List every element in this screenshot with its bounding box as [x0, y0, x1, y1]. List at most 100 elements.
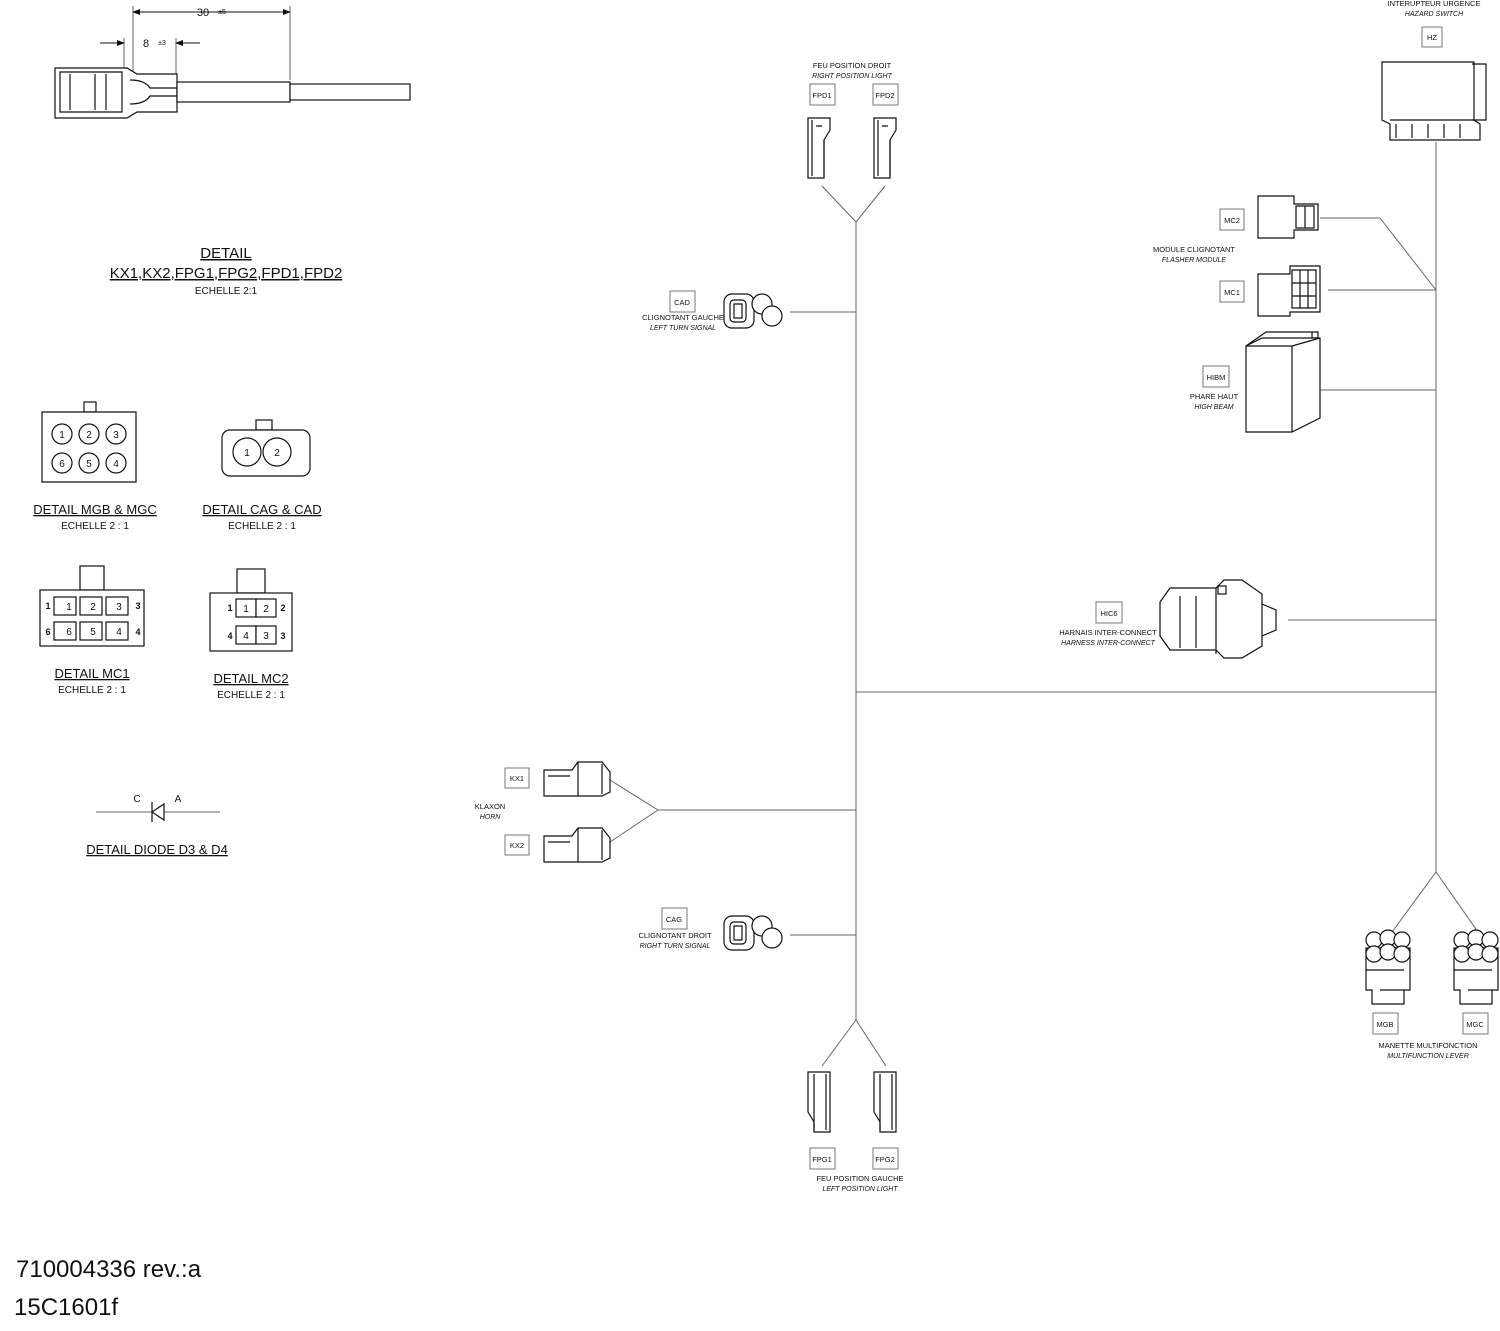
- fpd2-terminal: [873, 117, 897, 179]
- detail-mc2-scale: ECHELLE 2 : 1: [217, 690, 285, 701]
- kx2-terminal: [543, 827, 611, 863]
- cag-tag: CAG: [661, 907, 688, 930]
- fpg2-label: FPG2: [875, 1155, 895, 1164]
- mc1-pin: 5: [90, 627, 96, 638]
- hz-label-en: HAZARD SWITCH: [1405, 11, 1464, 18]
- connector-fpd[interactable]: FPD1 FPD2 FEU POSITION DROIT RIGHT POSIT…: [807, 61, 899, 179]
- fpd-label-en: RIGHT POSITION LIGHT: [812, 73, 892, 80]
- mgb-pin: 2: [86, 430, 92, 441]
- hz-label-fr: INTERUPTEUR URGENCE: [1388, 0, 1481, 8]
- fpg2-terminal: [873, 1071, 897, 1133]
- mc2-side-pin: 4: [227, 631, 232, 641]
- terminal-detail: 30 ±5 8 ±3: [54, 6, 411, 119]
- drawing-code: 15C1601f: [14, 1294, 119, 1321]
- cag-connector-body: [723, 915, 783, 951]
- hic6-label-en: HARNESS INTER-CONNECT: [1061, 640, 1155, 647]
- mgc-tag: MGC: [1462, 1012, 1489, 1035]
- mc2-pin: 3: [263, 631, 269, 642]
- mc2-side-pin: 1: [227, 603, 232, 613]
- mc1-tag: MC1: [1219, 280, 1245, 303]
- mc1-pin: 3: [116, 602, 122, 613]
- connector-hz[interactable]: INTERUPTEUR URGENCE HAZARD SWITCH HZ: [1381, 0, 1487, 141]
- detail-cag-scale: ECHELLE 2 : 1: [228, 521, 296, 532]
- cag-label: CAG: [666, 915, 682, 924]
- mc1-side-pin: 6: [45, 627, 50, 637]
- harness-wires: [609, 142, 1479, 1067]
- mc-label-fr: MODULE CLIGNOTANT: [1153, 245, 1235, 254]
- detail-terminal-scale: ECHELLE 2:1: [195, 286, 258, 297]
- mgb-connector-body: [1365, 929, 1411, 1005]
- fpg1-tag: FPG1: [809, 1147, 836, 1170]
- connector-hic6[interactable]: HIC6 HARNAIS INTER-CONNECT HARNESS INTER…: [1059, 579, 1277, 659]
- fpg-label-fr: FEU POSITION GAUCHE: [816, 1174, 903, 1183]
- mgb-label: MGB: [1376, 1020, 1393, 1029]
- mc2-label: MC2: [1224, 216, 1240, 225]
- mgb-pin: 6: [59, 459, 65, 470]
- mgc-connector-body: [1453, 929, 1499, 1005]
- dim-overall: 30: [197, 7, 209, 19]
- mc1-label: MC1: [1224, 288, 1240, 297]
- mg-label-fr: MANETTE MULTIFONCTION: [1378, 1041, 1477, 1050]
- fpg-label-en: LEFT POSITION LIGHT: [822, 1186, 898, 1193]
- mc1-side-pin: 4: [135, 627, 140, 637]
- dim-overall-tol: ±5: [218, 9, 226, 16]
- mc1-pin: 6: [66, 627, 72, 638]
- detail-mgb-title: DETAIL MGB & MGC: [33, 502, 157, 517]
- horn-label-en: HORN: [480, 814, 502, 821]
- hibm-tag: HIBM: [1202, 365, 1230, 388]
- dim-inner: 8: [143, 38, 149, 50]
- detail-cag-title: DETAIL CAG & CAD: [202, 502, 321, 517]
- mc1-side-pin: 3: [135, 601, 140, 611]
- hic6-tag: HIC6: [1095, 601, 1123, 624]
- diode-anode-label: A: [175, 794, 182, 805]
- dim-inner-tol: ±3: [158, 40, 166, 47]
- fpd2-label: FPD2: [875, 91, 894, 100]
- mc1-pin: 4: [116, 627, 122, 638]
- kx1-terminal: [543, 761, 611, 797]
- detail-mgb-scale: ECHELLE 2 : 1: [61, 521, 129, 532]
- fpd1-tag: FPD1: [809, 83, 836, 106]
- connector-cag[interactable]: CAG CLIGNOTANT DROIT RIGHT TURN SIGNAL: [638, 907, 783, 951]
- hibm-label-en: HIGH BEAM: [1194, 404, 1233, 411]
- cag-label-fr: CLIGNOTANT DROIT: [638, 931, 711, 940]
- hz-tag: HZ: [1421, 26, 1443, 48]
- detail-mc2: 1 2 4 3 1 2 4 3 DETAIL MC2 ECHELLE 2 : 1: [209, 568, 293, 701]
- mc2-pin: 2: [263, 604, 269, 615]
- fpg2-tag: FPG2: [872, 1147, 899, 1170]
- connector-horn[interactable]: KX1 KX2 KLAXON HORN: [475, 761, 611, 863]
- fpd-label-fr: FEU POSITION DROIT: [813, 61, 892, 70]
- connector-cad[interactable]: CAD CLIGNOTANT GAUCHE LEFT TURN SIGNAL: [642, 290, 783, 332]
- cag-pin: 2: [274, 448, 280, 459]
- detail-mc1-scale: ECHELLE 2 : 1: [58, 685, 126, 696]
- detail-cag-cad: 1 2 DETAIL CAG & CAD ECHELLE 2 : 1: [202, 419, 322, 532]
- connector-mc[interactable]: MC2 MODULE CLIGNOTANT FLASHER MODULE MC1: [1153, 195, 1321, 317]
- kx1-label: KX1: [510, 774, 524, 783]
- cad-label-fr: CLIGNOTANT GAUCHE: [642, 313, 724, 322]
- hic6-label-fr: HARNAIS INTER-CONNECT: [1059, 628, 1157, 637]
- kx2-label: KX2: [510, 841, 524, 850]
- detail-mc1: 1 2 3 6 5 4 1 3 6 4 DETAIL MC1 ECHELLE 2…: [39, 565, 145, 696]
- detail-mc2-title: DETAIL MC2: [213, 671, 288, 686]
- diode-cathode-label: C: [133, 794, 140, 805]
- connector-mg[interactable]: MGB MGC MANETTE MULTIFONCTION MULTIFUNCT…: [1365, 929, 1499, 1060]
- mc-label-en: FLASHER MODULE: [1162, 257, 1227, 264]
- detail-terminal-title-block: DETAIL KX1,KX2,FPG1,FPG2,FPD1,FPD2 ECHEL…: [110, 245, 343, 297]
- mc2-tag: MC2: [1219, 208, 1245, 231]
- connector-fpg[interactable]: FPG1 FPG2 FEU POSITION GAUCHE LEFT POSIT…: [807, 1071, 904, 1193]
- mgb-pin: 4: [113, 459, 119, 470]
- detail-mgb-mgc: 1 2 3 6 5 4 DETAIL MGB & MGC ECHELLE 2 :…: [33, 401, 157, 532]
- connector-hibm[interactable]: HIBM PHARE HAUT HIGH BEAM: [1190, 331, 1321, 433]
- mgb-pin: 5: [86, 459, 92, 470]
- hic6-label: HIC6: [1100, 609, 1117, 618]
- mc1-side-pin: 1: [45, 601, 50, 611]
- mgb-tag: MGB: [1372, 1012, 1399, 1035]
- horn-label-fr: KLAXON: [475, 802, 505, 811]
- fpd2-tag: FPD2: [872, 83, 899, 106]
- kx1-tag: KX1: [504, 767, 530, 789]
- fpd1-label: FPD1: [812, 91, 831, 100]
- detail-terminal-title: DETAIL: [200, 245, 251, 262]
- mgb-pin: 3: [113, 430, 119, 441]
- mc2-pin: 4: [243, 631, 249, 642]
- mgb-pin: 1: [59, 430, 65, 441]
